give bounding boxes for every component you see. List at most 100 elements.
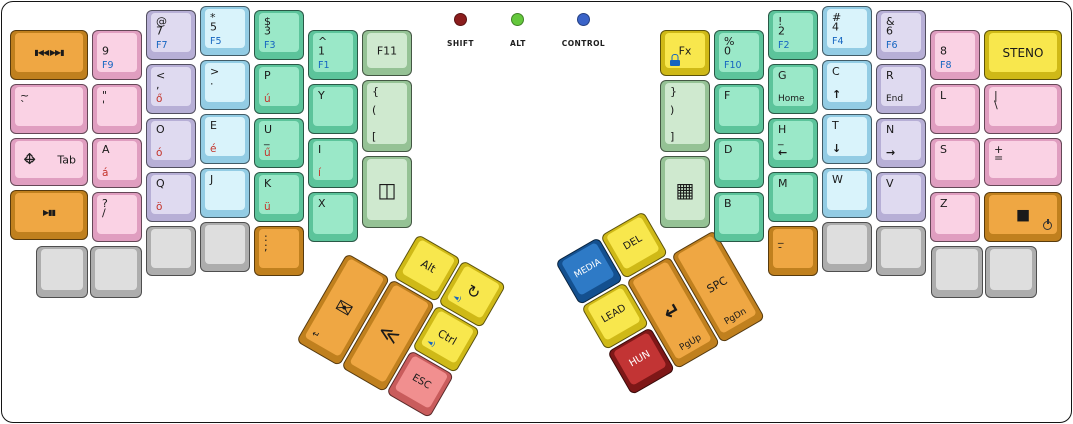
- key-label: |: [994, 89, 998, 102]
- indicator-alt-dot: [511, 13, 525, 26]
- key-blank[interactable]: [822, 222, 872, 272]
- key-label: W: [832, 173, 843, 186]
- key-s[interactable]: S: [930, 138, 980, 188]
- key-m[interactable]: M: [768, 172, 818, 222]
- key-label: 9: [102, 44, 109, 58]
- key-label: MEDIA: [572, 256, 603, 281]
- key-u[interactable]: U_ű: [254, 118, 304, 168]
- key-d[interactable]: D: [714, 138, 764, 188]
- key-blank[interactable]: [90, 246, 142, 298]
- key-tilde-backtick[interactable]: ~`: [10, 84, 88, 134]
- key-label: F1: [318, 59, 330, 71]
- key-tab[interactable]: Tab: [10, 138, 88, 186]
- key-label: ESC: [410, 371, 433, 392]
- key-close-brackets[interactable]: })]: [660, 80, 710, 152]
- key-h[interactable]: H_←: [768, 118, 818, 168]
- key-c[interactable]: C↑: [822, 60, 872, 110]
- key-blank[interactable]: [200, 222, 250, 272]
- key-label: Alt: [418, 256, 439, 276]
- key-y[interactable]: Y: [308, 84, 358, 134]
- key-fx-layer[interactable]: Fx: [660, 30, 710, 76]
- left-arrow-icon: ←: [778, 146, 788, 159]
- key-label: R: [886, 69, 894, 82]
- key-label: Tab: [57, 153, 76, 166]
- key-l[interactable]: L: [930, 84, 980, 134]
- key-b[interactable]: B: [714, 192, 764, 242]
- volume-icon: ◄): [425, 337, 437, 349]
- key-blank[interactable]: [931, 246, 983, 298]
- key-underscore-hyphen[interactable]: _-: [768, 226, 818, 276]
- key-label: [: [372, 130, 377, 143]
- key-stop-power[interactable]: ■: [984, 192, 1062, 242]
- key-label: F3: [264, 39, 276, 51]
- key-label: ": [102, 89, 108, 102]
- key-label: ~: [20, 89, 30, 102]
- key-period[interactable]: >.: [200, 60, 250, 110]
- key-j[interactable]: J: [200, 168, 250, 218]
- key-blank[interactable]: [36, 246, 88, 298]
- key-colon-semicolon[interactable]: :;: [254, 226, 304, 276]
- key-label: I: [318, 143, 322, 156]
- key-n[interactable]: N→: [876, 118, 926, 168]
- key-blank[interactable]: [146, 226, 196, 276]
- key-f11[interactable]: F11: [362, 30, 412, 76]
- key-label: U: [264, 123, 273, 136]
- key-label: 8: [940, 44, 947, 58]
- key-media-prev-next[interactable]: ▮◀◀ ▶▶▮: [10, 30, 88, 80]
- key-x[interactable]: X: [308, 192, 358, 242]
- key-keypad-grid[interactable]: ▦: [660, 156, 710, 228]
- key-play-pause[interactable]: ▶▮▮: [10, 190, 88, 240]
- key-label: Fx: [678, 44, 692, 57]
- key-pipe-backslash[interactable]: |\: [984, 84, 1062, 134]
- key-v[interactable]: V: [876, 172, 926, 222]
- key-label: &: [886, 15, 895, 28]
- key-label: Y: [318, 89, 325, 102]
- key-label: ?: [102, 197, 108, 210]
- key-plus-equals[interactable]: +=: [984, 138, 1062, 186]
- key-quote[interactable]: "': [92, 84, 142, 134]
- key-w[interactable]: W: [822, 168, 872, 218]
- key-label: S: [940, 143, 947, 156]
- key-label: T: [832, 119, 839, 132]
- key-f[interactable]: F: [714, 84, 764, 134]
- key-t[interactable]: T↓: [822, 114, 872, 164]
- key-blank[interactable]: [876, 226, 926, 276]
- key-label: 7: [156, 24, 163, 38]
- key-label: SPC: [704, 273, 730, 296]
- key-label: 2: [778, 24, 785, 38]
- enter-icon: ↵: [309, 329, 322, 342]
- key-label: .: [210, 74, 214, 88]
- key-steno[interactable]: STENO: [984, 30, 1062, 80]
- key-label: `: [20, 98, 26, 112]
- key-label: O: [156, 123, 165, 136]
- key-label: _: [264, 132, 270, 146]
- key-comma[interactable]: <,ő: [146, 64, 196, 114]
- envelope-icon: ✉: [331, 292, 358, 323]
- key-open-brackets[interactable]: {([: [362, 80, 412, 152]
- key-question-slash[interactable]: ?/: [92, 192, 142, 242]
- key-label: <: [156, 69, 166, 82]
- key-blank[interactable]: [985, 246, 1037, 298]
- key-z[interactable]: Z: [930, 192, 980, 242]
- key-layout-split[interactable]: ◫: [362, 156, 412, 228]
